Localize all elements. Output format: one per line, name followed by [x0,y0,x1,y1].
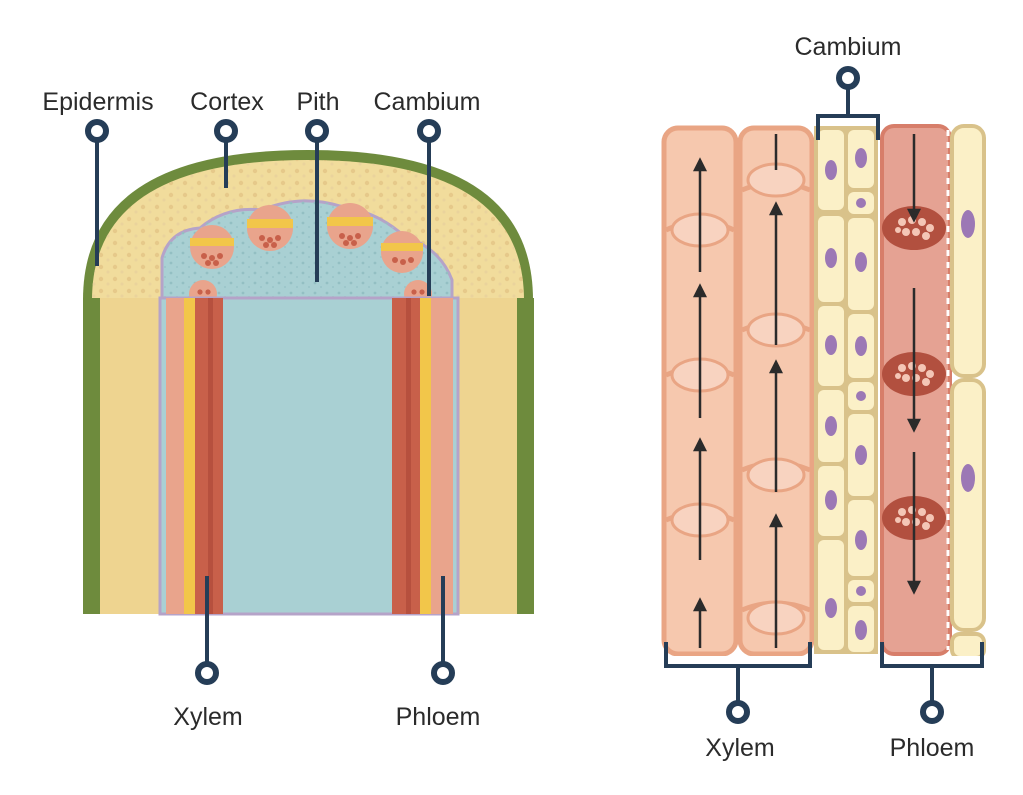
label-epidermis: Epidermis [42,88,153,116]
vascular-bundle [189,203,432,308]
epidermis-strip-right [516,298,534,614]
tissue-label-cambium: Cambium [795,33,902,61]
xylem-pointer-icon [195,661,219,685]
epidermis-pointer-icon [85,119,109,143]
label-phloem: Phloem [396,703,481,731]
stem-section [83,150,534,616]
vascular-strip-left [166,298,223,614]
label-xylem: Xylem [173,703,242,731]
companion-cells [950,124,986,660]
tissue-cambium-pointer-icon [836,66,860,90]
epidermis-strip-left [83,298,101,614]
cambium-pointer-icon [417,119,441,143]
phloem-sieve-tube [880,124,952,656]
cambium-cells [814,126,878,654]
tissue-xylem-pointer-icon [726,700,750,724]
tissue-closeup [655,124,995,668]
label-pith: Pith [296,88,339,116]
pith-pointer-icon [305,119,329,143]
tissue-label-phloem: Phloem [890,734,975,762]
tissue-phloem-pointer-icon [920,700,944,724]
vascular-strip-right [392,298,453,614]
label-cambium: Cambium [374,88,481,116]
tissue-label-xylem: Xylem [705,734,774,762]
label-cortex: Cortex [190,88,264,116]
phloem-pointer-icon [431,661,455,685]
xylem-vessels [661,125,815,657]
cortex-pointer-icon [214,119,238,143]
stem-pointers [95,131,445,673]
